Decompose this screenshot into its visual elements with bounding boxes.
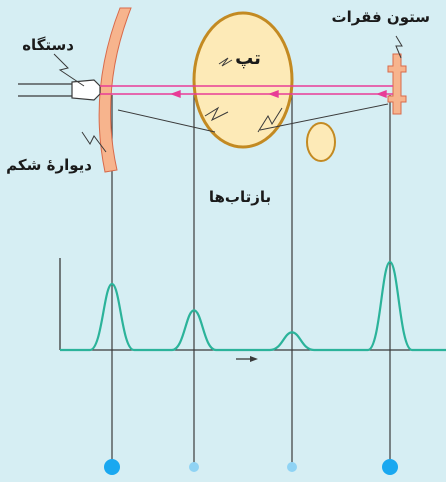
label-leaders xyxy=(53,35,403,153)
spine-segment xyxy=(387,53,407,115)
tumor-organ xyxy=(192,11,294,149)
time-arrow-icon xyxy=(250,356,258,362)
abdominal-wall xyxy=(98,7,132,173)
trace-axes xyxy=(59,258,446,360)
peak-marker-wall xyxy=(104,459,120,475)
label-reflections: بازتاب‌ها xyxy=(209,188,271,206)
peak-marker-spine xyxy=(382,459,398,475)
label-device: دستگاه xyxy=(22,36,74,54)
probe-device xyxy=(18,79,101,101)
label-spine: ستون فقرات xyxy=(332,8,430,26)
label-tumor: تپ xyxy=(235,48,261,69)
echo-trace xyxy=(60,260,446,352)
guide-lines xyxy=(111,95,391,466)
label-abdominal-wall: دیوارهٔ شکم xyxy=(6,156,92,174)
peak-markers xyxy=(104,459,398,475)
peak-marker-tumor_front xyxy=(189,462,199,472)
small-organ xyxy=(306,122,336,162)
peak-marker-tumor_back xyxy=(287,462,297,472)
reflection-pointers xyxy=(117,57,389,133)
ultrasound-beam xyxy=(100,85,393,99)
